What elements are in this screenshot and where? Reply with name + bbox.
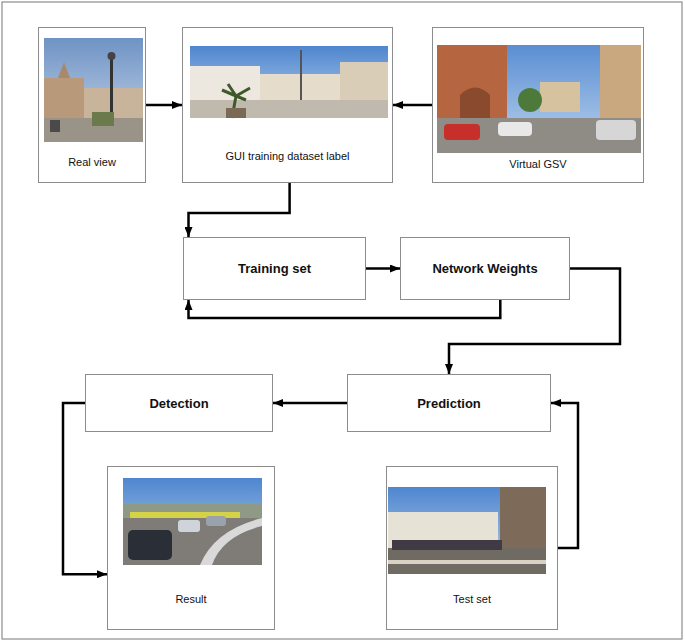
process-box: Detection [85,374,273,432]
image-box: Real view [38,27,146,183]
flow-arrow [366,267,400,270]
process-box: Training set [183,237,366,300]
image-caption: GUI training dataset label [225,150,349,162]
gui-label-photo [190,46,388,118]
box-label: Detection [149,396,208,411]
box-label: Training set [238,261,311,276]
image-box: Test set [386,466,558,630]
flow-arrow [189,300,501,318]
box-label: Network Weights [432,261,537,276]
result-photo [123,478,262,565]
image-caption: Real view [68,156,116,168]
flow-arrow [393,104,432,107]
process-box: Prediction [347,374,551,432]
image-caption: Test set [453,593,491,605]
flow-arrow [146,104,182,107]
test-set-photo [388,487,546,574]
process-box: Network Weights [400,237,570,300]
image-box: Virtual GSV [432,27,644,183]
flow-arrow [449,269,620,375]
flow-arrow [551,403,578,548]
real-view-photo [44,38,143,142]
image-box: GUI training dataset label [182,27,393,183]
flow-arrow [273,402,347,405]
image-caption: Virtual GSV [509,158,566,170]
box-label: Prediction [417,396,481,411]
virtual-gsv-screenshot [437,33,641,153]
image-caption: Result [175,593,206,605]
image-box: Result [107,466,275,630]
flow-arrow [189,183,290,237]
